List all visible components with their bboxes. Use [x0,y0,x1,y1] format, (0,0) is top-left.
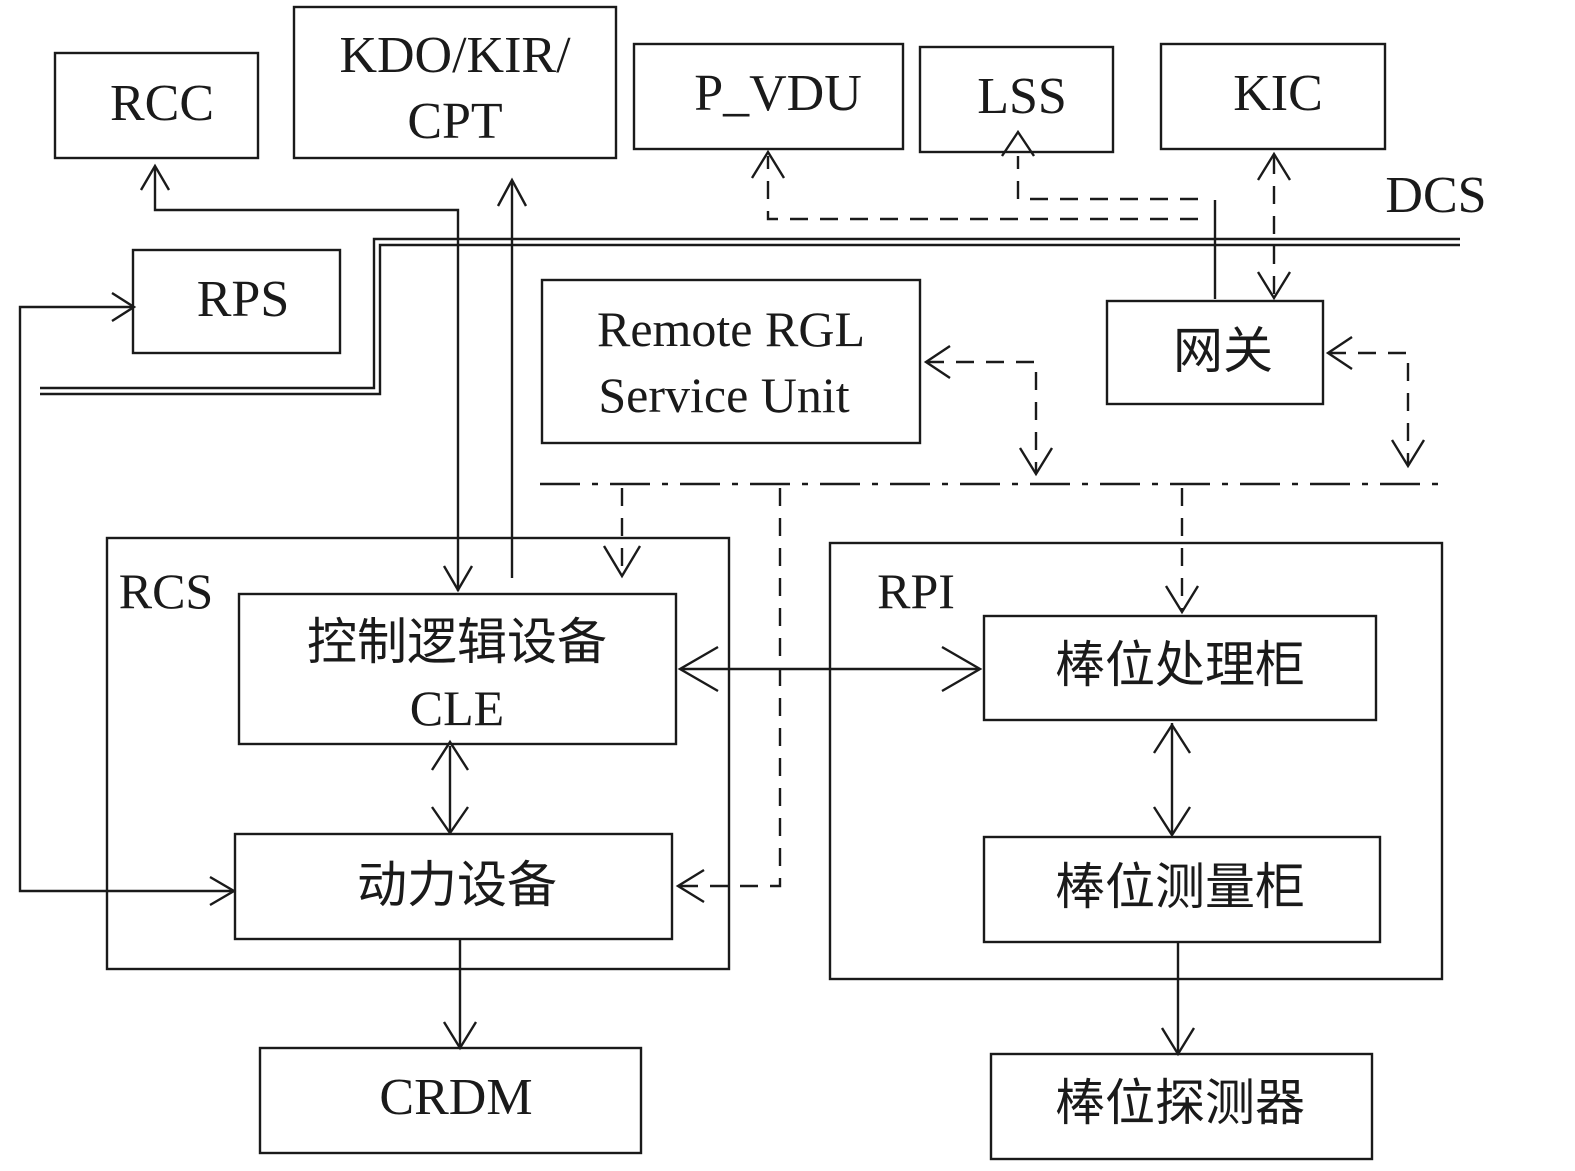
power-equipment-block: 动力设备 [233,832,674,941]
kdo-kir-cpt-block: KDO/KIR/ CPT [292,5,618,160]
kdo-label-line1: KDO/KIR/ [339,27,571,84]
kic-block: KIC [1159,42,1387,151]
cle-label-line1: 控制逻辑设备 [307,614,607,670]
connector-dcs-to-lss [1001,129,1198,201]
connector-network-to-rod-proc [1164,488,1200,615]
rps-block: RPS [131,248,342,355]
rcc-label: RCC [110,75,214,132]
connector-kic-to-gateway [1256,151,1292,301]
dcs-label: DCS [1385,167,1486,224]
rcc-block: RCC [53,51,260,160]
connector-cle-to-power [430,739,470,836]
connector-rod-meas-to-rod-det [1160,942,1196,1057]
connector-network-to-power [675,488,782,904]
rpi-label: RPI [877,563,955,619]
lss-block: LSS [918,45,1115,154]
gateway-label: 网关 [1173,323,1273,379]
dcs-boundary-line [40,237,1460,396]
rpi-container: RPI [828,541,1444,981]
rcs-label: RCS [119,563,214,619]
connector-power-to-crdm [442,938,478,1051]
connector-remote-to-network [923,345,1054,477]
cle-block: 控制逻辑设备 CLE [237,592,678,746]
rcs-container: RCS [105,536,731,971]
cle-label-line2: CLE [410,680,504,736]
rod-position-measuring-cabinet-block: 棒位测量柜 [982,835,1382,944]
connector-cle-to-rcc [139,163,474,593]
remote-label-line2: Service Unit [598,367,849,423]
gateway-block: 网关 [1105,299,1325,406]
p-vdu-block: P_VDU [632,42,905,151]
connector-network-to-cle [602,488,642,579]
connector-gateway-to-network [1325,336,1426,469]
connector-cle-to-kdo [496,177,528,578]
rod-det-label: 棒位探测器 [1055,1075,1305,1131]
remote-rgl-service-unit-block: Remote RGL Service Unit [540,278,922,445]
lss-label: LSS [977,68,1067,125]
rps-label: RPS [197,271,290,328]
kic-label: KIC [1233,65,1323,122]
rod-proc-label: 棒位处理柜 [1055,637,1305,693]
kdo-label-line2: CPT [407,93,502,150]
power-label: 动力设备 [357,857,557,913]
rod-meas-label: 棒位测量柜 [1055,859,1305,915]
connector-rod-proc-to-rod-meas [1152,722,1192,838]
p-vdu-label: P_VDU [694,65,862,122]
connector-cle-to-rod-proc [677,645,983,693]
connector-rps-to-power [18,291,237,907]
crdm-block: CRDM [258,1046,643,1155]
rod-position-detector-block: 棒位探测器 [989,1052,1374,1161]
remote-label-line1: Remote RGL [597,301,865,357]
crdm-label: CRDM [379,1069,532,1126]
rod-position-processing-cabinet-block: 棒位处理柜 [982,614,1378,722]
connector-dcs-to-p-vdu [750,149,1198,221]
